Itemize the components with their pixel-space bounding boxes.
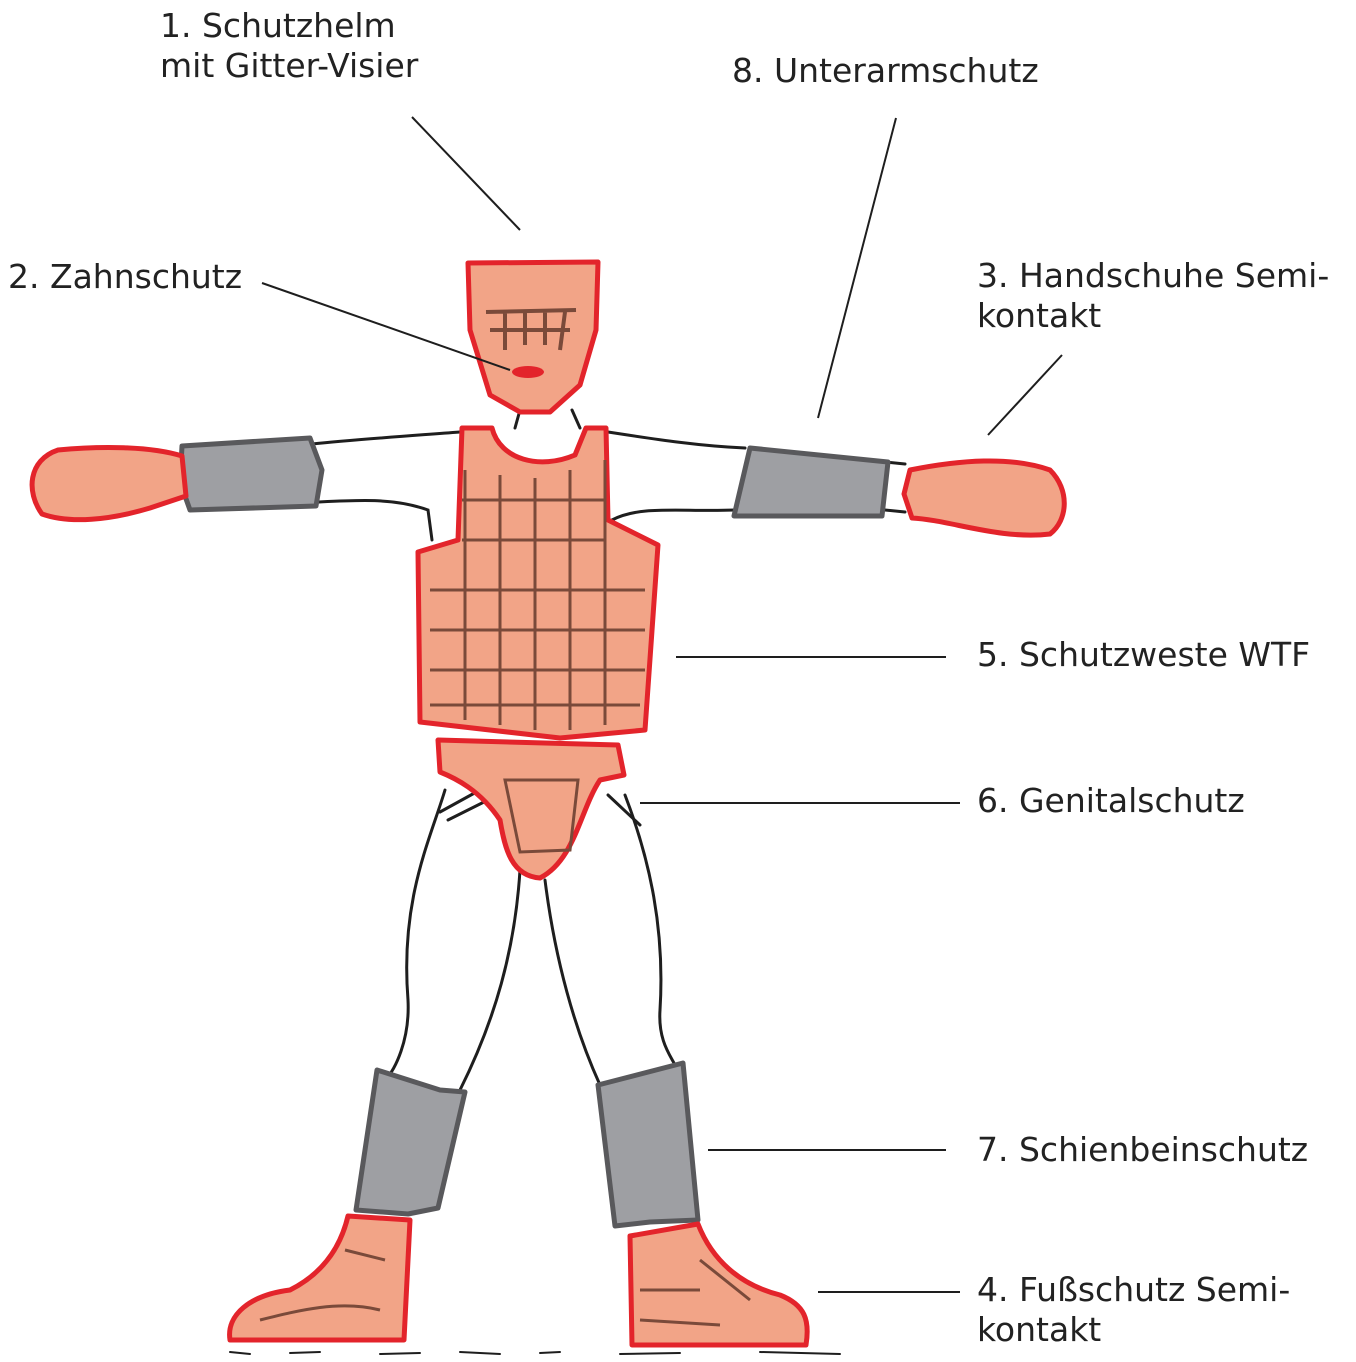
shin-guards: [356, 1063, 698, 1226]
right-forearm-guard: [734, 448, 888, 516]
label-groin-guard-line-1: 6. Genitalschutz: [977, 781, 1245, 821]
helmet: [468, 262, 598, 412]
label-mouthguard-line-1: 2. Zahnschutz: [8, 257, 242, 297]
label-helmet: 1. Schutzhelm mit Gitter-Visier: [160, 6, 418, 86]
leader-gloves: [988, 355, 1062, 435]
label-shin-guard: 7. Schienbeinschutz: [977, 1130, 1308, 1170]
left-leg-outline: [385, 790, 520, 1090]
label-footguard-line-1: 4. Fußschutz Semi-: [977, 1270, 1290, 1310]
groin-guard: [438, 740, 624, 878]
left-shin-guard: [356, 1070, 465, 1214]
right-foot-guard: [630, 1224, 807, 1345]
left-foot-guard: [230, 1216, 410, 1340]
label-gloves: 3. Handschuhe Semi- kontakt: [977, 256, 1329, 336]
label-helmet-line-2: mit Gitter-Visier: [160, 46, 418, 86]
right-shin-guard: [598, 1063, 698, 1226]
left-forearm-guard: [180, 438, 322, 510]
left-arm-outline: [312, 432, 460, 540]
left-glove: [32, 448, 186, 520]
label-shin-guard-line-1: 7. Schienbeinschutz: [977, 1130, 1308, 1170]
leader-forearm: [818, 118, 896, 418]
label-vest: 5. Schutzweste WTF: [977, 635, 1310, 675]
label-footguard: 4. Fußschutz Semi- kontakt: [977, 1270, 1290, 1350]
label-forearm-guard: 8. Unterarmschutz: [732, 51, 1039, 91]
label-forearm-guard-line-1: 8. Unterarmschutz: [732, 51, 1039, 91]
label-groin-guard: 6. Genitalschutz: [977, 781, 1245, 821]
label-helmet-line-1: 1. Schutzhelm: [160, 6, 418, 46]
label-gloves-line-1: 3. Handschuhe Semi-: [977, 256, 1329, 296]
leader-helmet: [412, 117, 520, 230]
vest: [418, 428, 658, 738]
mouthguard: [512, 366, 544, 378]
label-mouthguard: 2. Zahnschutz: [8, 257, 242, 297]
label-vest-line-1: 5. Schutzweste WTF: [977, 635, 1310, 675]
right-glove: [904, 461, 1064, 535]
ground-scribble: [230, 1352, 840, 1354]
label-gloves-line-2: kontakt: [977, 296, 1329, 336]
foot-guards: [230, 1216, 808, 1345]
label-footguard-line-2: kontakt: [977, 1310, 1290, 1350]
